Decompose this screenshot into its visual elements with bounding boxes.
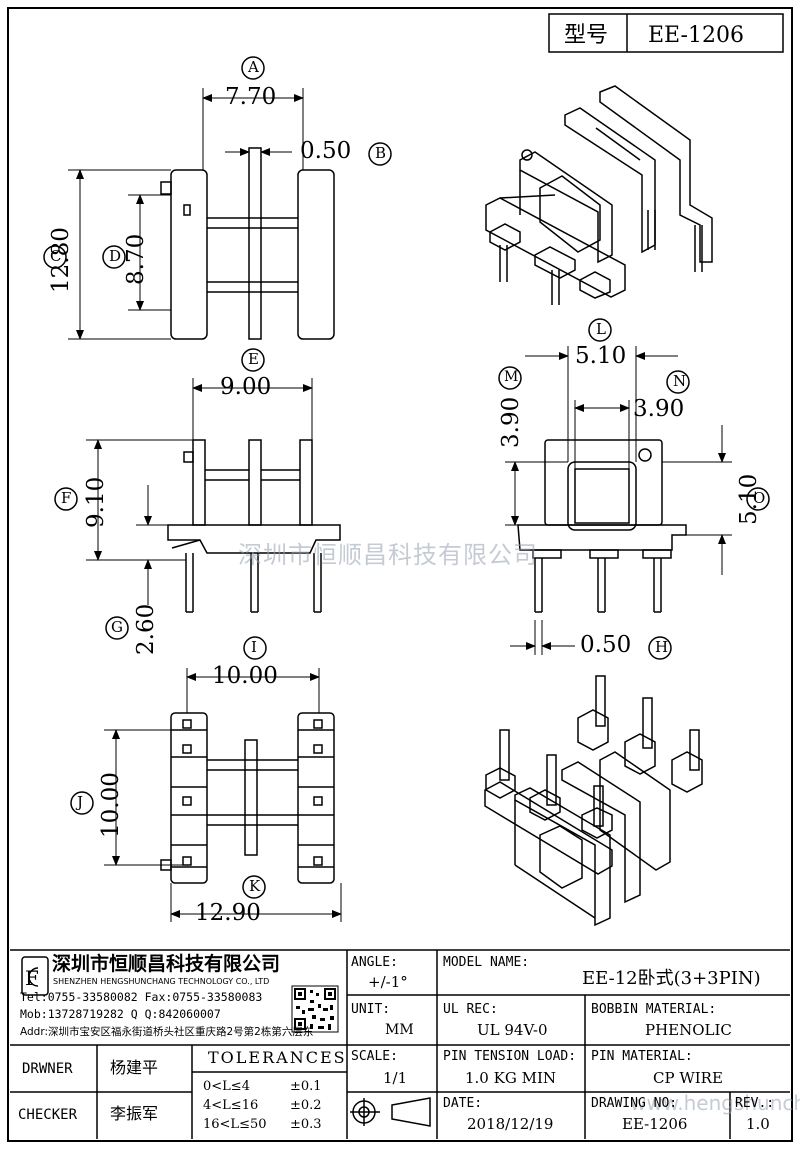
tol-range-2: 4<L≤16 — [203, 1098, 259, 1113]
dim-D-label: D — [109, 247, 122, 265]
unit-value: MM — [385, 1022, 414, 1038]
side-view-dims — [86, 378, 313, 605]
front-view-dims — [68, 88, 304, 340]
pin-material-label: PIN MATERIAL: — [591, 1049, 693, 1064]
model-value: EE-1206 — [648, 23, 744, 48]
dim-G-value: 2.60 — [133, 603, 159, 655]
dim-J-value: 10.00 — [98, 772, 124, 838]
company-name-cn: 深圳市恒顺昌科技有限公司 — [52, 953, 281, 975]
bobbin-material-label: BOBBIN MATERIAL: — [591, 1002, 717, 1017]
bobbin-material-value: PHENOLIC — [645, 1021, 732, 1039]
rev-value: 1.0 — [746, 1115, 770, 1133]
front-pin-view-dims — [505, 346, 732, 655]
dim-I-label: I — [251, 638, 257, 656]
dim-K-value: 12.90 — [195, 900, 261, 926]
side-view — [167, 439, 341, 613]
front-pin-view — [517, 439, 687, 613]
front-view — [160, 147, 335, 340]
date-label: DATE: — [443, 1096, 483, 1111]
isometric-view-bottom — [484, 675, 703, 927]
dim-M-value: 3.90 — [498, 396, 524, 448]
model-name-value: EE-12卧式(3+3PIN) — [582, 968, 761, 989]
dim-D-value: 8.70 — [123, 233, 149, 285]
tol-value-1: ±0.1 — [290, 1079, 322, 1094]
drawing-no-value: EE-1206 — [622, 1115, 688, 1133]
bottom-view — [160, 712, 335, 884]
sheet-border — [7, 7, 793, 1142]
isometric-view-top — [485, 85, 713, 305]
tol-value-2: ±0.2 — [290, 1098, 322, 1113]
company-mob: Mob:13728719282 Q Q:842060007 — [20, 1007, 221, 1021]
company-addr: Addr:深圳市宝安区福永街道桥头社区重庆路2号第2栋第六层东 — [20, 1026, 314, 1038]
dim-C-value: 12.80 — [48, 227, 74, 293]
dim-J-label: J — [77, 793, 84, 811]
company-name-en: SHENZHEN HENGSHUNCHANG TECHNOLOGY CO., L… — [53, 977, 270, 986]
tol-range-3: 16<L≤50 — [203, 1117, 267, 1132]
tol-range-1: 0<L≤4 — [203, 1079, 250, 1094]
dim-N-label: N — [673, 372, 687, 390]
scale-value: 1/1 — [383, 1069, 408, 1087]
qr-code — [291, 985, 339, 1033]
dim-E-value: 9.00 — [220, 374, 272, 400]
dim-N-value: 3.90 — [633, 396, 685, 422]
drawing-no-label: DRAWING NO: — [591, 1096, 678, 1111]
dim-F-label: F — [61, 489, 72, 507]
pin-material-value: CP WIRE — [653, 1069, 723, 1087]
dim-C-label: C — [50, 247, 62, 265]
dim-F-value: 9.10 — [83, 476, 109, 528]
tol-value-3: ±0.3 — [290, 1117, 322, 1132]
watermark-url: www.hengshunchang.com — [630, 1091, 800, 1115]
title-block-grid — [10, 949, 790, 1139]
drawer-label: DRWNER — [22, 1061, 73, 1077]
company-logo: F — [21, 956, 49, 996]
dim-G-label: G — [111, 618, 123, 636]
angle-value: +/-1° — [368, 973, 408, 991]
drawer-value: 杨建平 — [110, 1058, 159, 1077]
dim-A-label: A — [248, 58, 259, 76]
ul-rec-label: UL REC: — [443, 1002, 498, 1017]
watermark-company: 深圳市恒顺昌科技有限公司 — [238, 541, 538, 569]
checker-label: CHECKER — [18, 1107, 78, 1123]
angle-label: ANGLE: — [351, 955, 398, 970]
rev-label: REV.: — [735, 1096, 775, 1111]
company-tel: Tel:0755-33580082 Fax:0755-33580083 — [20, 990, 263, 1004]
dim-A-value: 7.70 — [225, 84, 277, 110]
pin-tension-label: PIN TENSION LOAD: — [443, 1049, 577, 1064]
ul-rec-value: UL 94V-0 — [477, 1021, 548, 1039]
checker-value: 李振军 — [110, 1104, 159, 1123]
pin-tension-value: 1.0 KG MIN — [465, 1069, 556, 1087]
model-header-box: 型号 EE-1206 — [548, 13, 784, 53]
dim-K-label: K — [249, 877, 261, 895]
dim-L-label: L — [596, 320, 606, 338]
unit-label: UNIT: — [351, 1002, 391, 1017]
dim-H-label: H — [655, 638, 669, 656]
dim-B-label: B — [375, 144, 387, 162]
dim-L-value: 5.10 — [575, 343, 627, 369]
dim-B-value: 0.50 — [300, 138, 352, 164]
projection-symbol — [350, 1097, 431, 1127]
scale-label: SCALE: — [351, 1049, 398, 1064]
model-label: 型号 — [564, 23, 608, 48]
tolerances-title: TOLERANCES — [208, 1048, 347, 1067]
dim-H-value: 0.50 — [580, 632, 632, 658]
bottom-view-dims — [104, 668, 342, 922]
dim-M-label: M — [504, 369, 519, 385]
date-value: 2018/12/19 — [467, 1115, 554, 1133]
dim-circles — [43, 56, 770, 899]
dim-E-label: E — [248, 350, 259, 368]
dim-O-label: O — [753, 489, 766, 507]
svg-text:F: F — [25, 966, 39, 990]
dim-I-value: 10.00 — [212, 663, 278, 689]
model-name-label: MODEL NAME: — [443, 955, 530, 970]
dim-O-value: 5.10 — [736, 473, 762, 525]
